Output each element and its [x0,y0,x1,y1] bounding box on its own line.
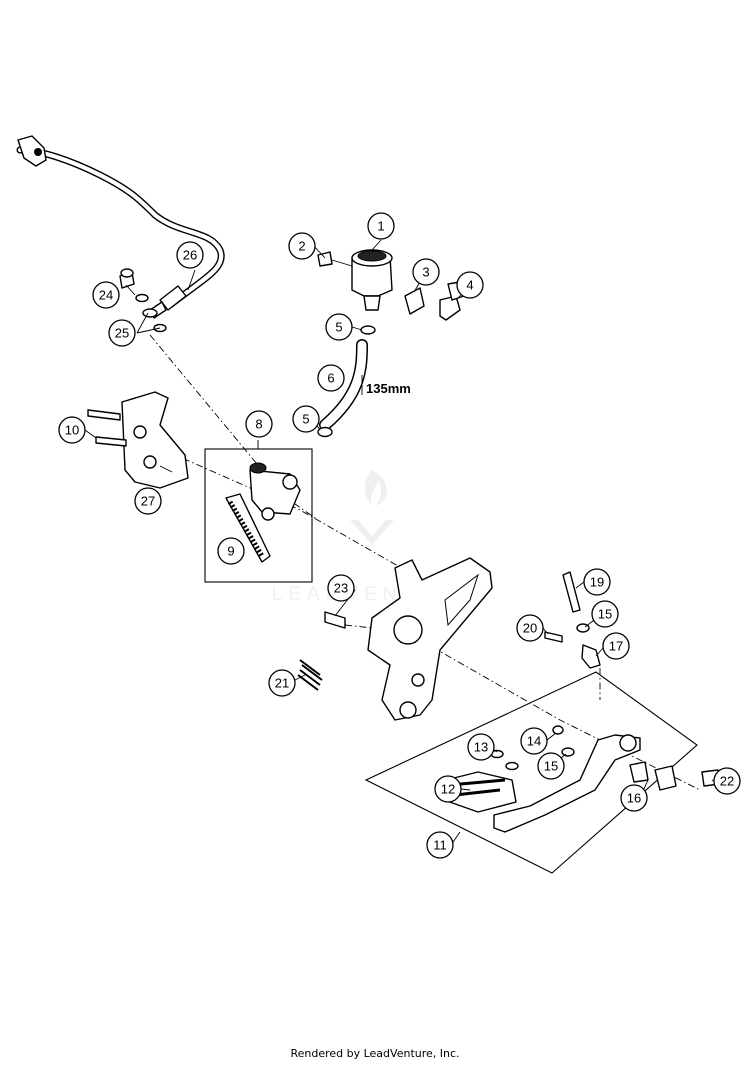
svg-text:22: 22 [720,774,734,789]
assembly-lines [129,334,701,791]
callout-1: 1 [367,212,395,240]
callout-13: 13 [467,733,495,761]
svg-text:17: 17 [609,639,623,654]
callout-21: 21 [268,669,296,697]
svg-text:4: 4 [466,278,473,293]
footrest-bracket-part [324,557,493,721]
callout-2: 2 [288,232,316,260]
spring-part [297,659,323,691]
svg-text:11: 11 [433,838,447,853]
svg-text:23: 23 [334,581,348,596]
callout-19: 19 [583,568,611,596]
callout-25: 25 [108,319,136,347]
svg-text:1: 1 [377,219,384,234]
footer-credit: Rendered by LeadVenture, Inc. [290,1047,460,1060]
callout-5-upper: 5 [325,313,353,341]
master-cylinder-part [204,440,313,583]
svg-text:15: 15 [544,759,558,774]
callout-10: 10 [58,416,86,444]
callout-14: 14 [520,727,548,755]
svg-text:27: 27 [141,494,155,509]
svg-text:6: 6 [327,371,334,386]
svg-text:20: 20 [523,621,537,636]
svg-text:26: 26 [183,248,197,263]
callout-20: 20 [516,614,544,642]
callout-23: 23 [327,574,355,602]
svg-text:5: 5 [335,320,342,335]
svg-text:16: 16 [627,791,641,806]
callout-24: 24 [92,281,120,309]
callout-15-upper: 15 [591,600,619,628]
svg-text:12: 12 [441,782,455,797]
callout-5-lower: 5 [292,405,320,433]
callout-11: 11 [426,831,454,859]
callout-16: 16 [620,784,648,812]
svg-text:24: 24 [99,288,113,303]
hose-length-label: 135mm [366,381,411,396]
callout-22: 22 [713,767,741,795]
svg-text:15: 15 [598,607,612,622]
reservoir-part: 135mm [317,249,465,438]
callout-15-lower: 15 [537,752,565,780]
svg-text:2: 2 [298,239,305,254]
callout-27: 27 [134,487,162,515]
svg-text:10: 10 [65,423,79,438]
callout-12: 12 [434,775,462,803]
svg-text:19: 19 [590,575,604,590]
callout-26: 26 [176,241,204,269]
svg-text:14: 14 [527,734,541,749]
callout-3: 3 [412,258,440,286]
svg-text:3: 3 [422,265,429,280]
svg-text:21: 21 [275,676,289,691]
callout-17: 17 [602,632,630,660]
pivot-pin-part [544,571,601,669]
svg-text:5: 5 [302,412,309,427]
svg-text:25: 25 [115,326,129,341]
heel-guard-part [87,391,189,489]
svg-text:8: 8 [255,417,262,432]
callout-4: 4 [456,271,484,299]
callout-8: 8 [245,410,273,438]
callout-6: 6 [317,364,345,392]
callout-9: 9 [217,537,245,565]
brake-line [16,135,225,319]
svg-text:9: 9 [227,544,234,559]
svg-text:13: 13 [474,740,488,755]
